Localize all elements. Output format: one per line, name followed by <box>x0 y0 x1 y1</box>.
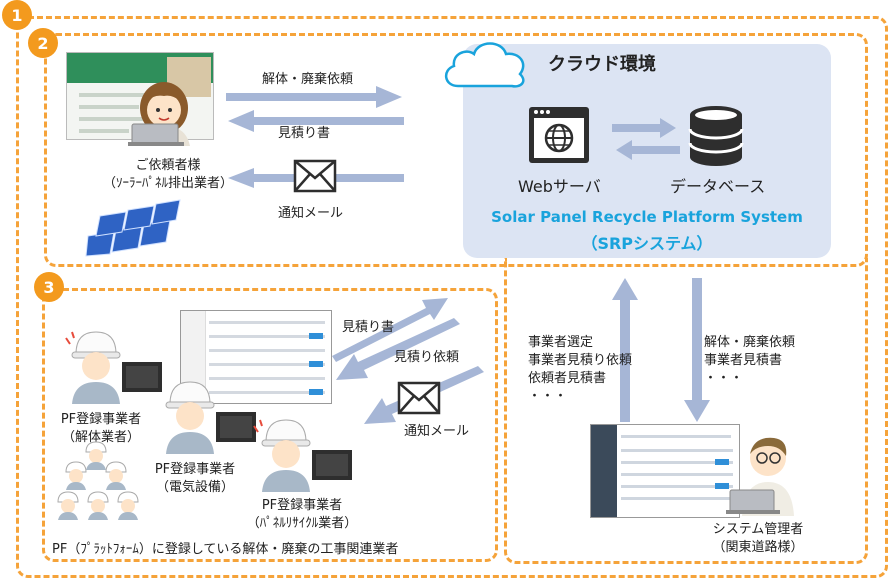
estimate-label: 見積り書 <box>278 126 331 141</box>
arrow-down-right <box>684 278 710 422</box>
database-icon <box>688 106 744 166</box>
cloud-title: クラウド環境 <box>548 54 656 75</box>
cloud-icon <box>445 42 525 88</box>
vertical-left-line-1: 事業者選定 <box>528 335 594 350</box>
arrow-estimate-left <box>228 110 404 132</box>
worker-3-sub: （ﾊﾟﾈﾙﾘｻｲｸﾙ業者） <box>246 516 358 531</box>
requester-sub: （ｿｰﾗｰﾊﾟﾈﾙ排出業者） <box>102 176 233 191</box>
admin-screen-thumbnail <box>590 424 740 518</box>
worker-1-name: PF登録事業者 <box>60 412 142 427</box>
worker-2-sub: （電気設備） <box>155 480 234 495</box>
admin-name: システム管理者 <box>712 522 804 537</box>
worker-1-sub: （解体業者） <box>61 430 140 445</box>
requester-name: ご依頼者様 <box>135 158 201 173</box>
vertical-left-line-3: 依頼者見積書 <box>528 371 607 386</box>
vertical-left-line-2: 事業者見積り依頼 <box>528 353 633 368</box>
bottom-estimate-label: 見積り書 <box>342 320 395 335</box>
server-db-arrows <box>612 118 680 160</box>
mail-icon-bottom <box>397 381 441 415</box>
worker-icon-1 <box>65 331 162 404</box>
mail-icon-top <box>293 159 337 193</box>
solar-panel-icon <box>85 199 181 257</box>
footer-note: PF（ﾌﾟﾗｯﾄﾌｫｰﾑ）に登録している解体・廃棄の工事関連業者 <box>52 542 399 557</box>
worker-icon-2 <box>165 381 256 454</box>
bottom-estimate-request-label: 見積り依頼 <box>394 350 460 365</box>
vertical-right-line-3: ・・・ <box>704 371 744 386</box>
requester-person-icon <box>128 82 190 146</box>
arrow-up-left <box>612 278 638 422</box>
system-name: Solar Panel Recycle Platform System <box>491 208 803 226</box>
region-2 <box>44 33 868 267</box>
badge-3: 3 <box>34 272 64 302</box>
web-server-icon <box>529 107 589 163</box>
arrow-request-right <box>226 86 402 108</box>
worker-icon-3 <box>253 419 352 492</box>
request-label: 解体・廃棄依頼 <box>262 72 354 87</box>
arrow-estimate-request-diag <box>336 318 460 380</box>
notify-label-top: 通知メール <box>278 206 344 221</box>
region-2-lower <box>504 258 868 564</box>
web-server-label: Webサーバ <box>518 177 601 196</box>
worker-2-name: PF登録事業者 <box>154 462 236 477</box>
admin-sub: （関東道路様） <box>712 540 804 555</box>
system-abbr: （SRPシステム） <box>581 234 713 253</box>
region-3 <box>42 288 498 562</box>
region-1 <box>16 16 888 578</box>
worker-3-name: PF登録事業者 <box>261 498 343 513</box>
bottom-notify-label: 通知メール <box>404 424 470 439</box>
worker-crowd-icon <box>57 441 139 520</box>
vertical-right-line-2: 事業者見積書 <box>704 353 783 368</box>
badge-2: 2 <box>28 28 58 58</box>
database-label: データベース <box>670 177 766 196</box>
arrow-estimate-diag <box>332 298 448 362</box>
vertical-left-line-4: ・・・ <box>528 389 568 404</box>
vertical-right-line-1: 解体・廃棄依頼 <box>704 335 796 350</box>
badge-1: 1 <box>2 0 32 30</box>
admin-person-icon <box>726 437 794 516</box>
